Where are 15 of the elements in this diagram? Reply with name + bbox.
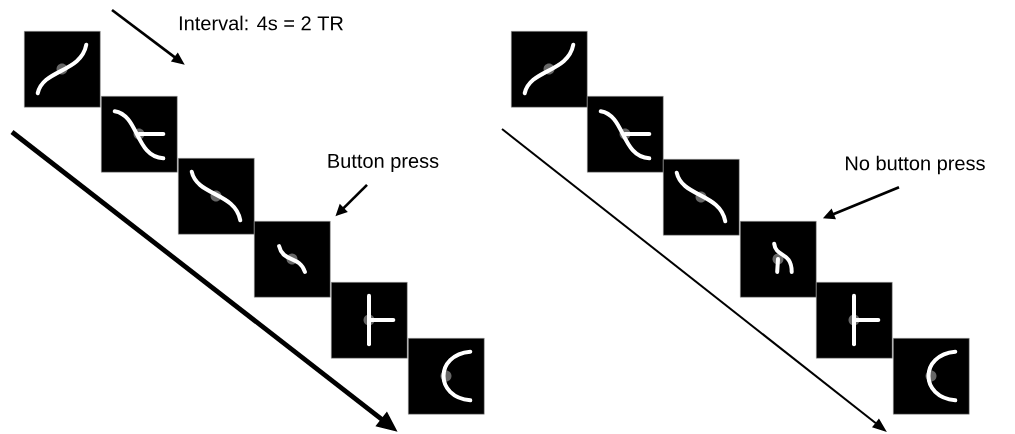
- picture: [178, 158, 255, 235]
- picture: [408, 338, 485, 415]
- interval-label: Interval: 4s = 2 TR: [179, 15, 343, 31]
- annotation-text: Button press: [328, 154, 439, 172]
- picture: [511, 31, 588, 108]
- picture: [893, 338, 970, 415]
- picture: [816, 282, 893, 359]
- picture: [587, 96, 664, 173]
- picture: [740, 221, 817, 298]
- picture: [24, 31, 101, 108]
- annotation-text: No button press: [846, 155, 985, 175]
- picture: [331, 282, 408, 359]
- picture: [254, 221, 331, 298]
- picture: [663, 159, 740, 236]
- picture: [101, 96, 178, 173]
